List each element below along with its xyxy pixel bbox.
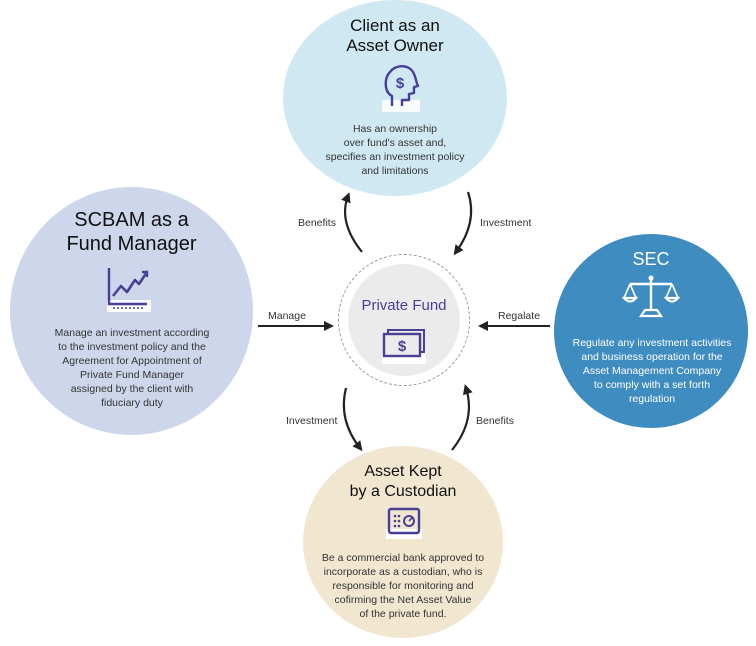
svg-text:$: $ — [396, 75, 405, 92]
custodian-title-line2: by a Custodian — [349, 483, 457, 500]
scales-icon — [622, 275, 680, 318]
scbam-desc-line: fiduciary duty — [101, 397, 163, 409]
custodian-node — [303, 446, 503, 638]
label-investment-bottom: Investment — [286, 415, 338, 427]
custodian-title-line1: Asset Kept — [364, 463, 442, 480]
sec-desc-line: and business operation for the — [581, 351, 723, 363]
custodian-desc-line: of the private fund. — [359, 608, 447, 620]
label-benefits-bottom: Benefits — [476, 415, 514, 427]
scbam-desc-line: Agreement for Appointment of — [62, 355, 202, 367]
sec-desc-line: Regulate any investment activities — [572, 337, 732, 349]
client-title-line2: Asset Owner — [346, 36, 444, 55]
client-description: Has an ownership over fund's asset and, … — [305, 122, 485, 178]
scbam-desc-line: Manage an investment according — [54, 327, 210, 339]
sec-node — [554, 234, 748, 428]
private-fund-title: Private Fund — [361, 297, 447, 314]
label-investment-top: Investment — [480, 217, 532, 229]
client-desc-line: specifies an investment policy — [325, 151, 465, 163]
scbam-title-line1: SCBAM as a — [74, 209, 189, 231]
cash-icon: $ — [382, 329, 426, 364]
head-dollar-icon: $ — [382, 65, 420, 112]
custodian-description: Be a commercial bank approved to incorpo… — [311, 551, 495, 621]
private-fund-ring — [338, 254, 470, 386]
client-node — [283, 0, 507, 196]
scbam-desc-line: to the investment policy and the — [58, 341, 206, 353]
svg-text:$: $ — [398, 338, 407, 355]
custodian-desc-line: Be a commercial bank approved to — [321, 552, 485, 564]
safe-icon — [386, 507, 422, 539]
growth-chart-icon — [107, 268, 151, 312]
custodian-title: Asset Kept by a Custodian — [303, 462, 503, 502]
scbam-title-line2: Fund Manager — [66, 233, 197, 255]
sec-desc-line: to comply with a set forth — [593, 379, 711, 391]
scbam-description: Manage an investment according to the in… — [36, 326, 228, 410]
sec-desc-line: Asset Management Company — [582, 365, 722, 377]
client-title: Client as an Asset Owner — [283, 16, 507, 56]
sec-title: SEC — [632, 249, 670, 269]
sec-desc-line: regulation — [628, 393, 676, 405]
client-title-line1: Client as an — [350, 16, 440, 35]
client-desc-line: over fund's asset and, — [343, 137, 447, 149]
client-desc-line: and limitations — [361, 165, 429, 177]
client-desc-line: Has an ownership — [352, 123, 438, 135]
arrow-investment-top — [453, 191, 473, 256]
label-regalate: Regalate — [498, 310, 541, 322]
scbam-desc-line: assigned by the client with — [70, 383, 194, 395]
arrow-investment-bottom — [342, 387, 363, 452]
label-manage: Manage — [268, 310, 306, 322]
sec-description: Regulate any investment activities and b… — [560, 336, 744, 406]
custodian-desc-line: cofirming the Net Asset Value — [334, 594, 472, 606]
custodian-desc-line: responsible for monitoring and — [332, 580, 474, 592]
label-benefits-top: Benefits — [298, 217, 336, 229]
custodian-desc-line: incorporate as a custodian, who is — [323, 566, 483, 578]
scbam-title: SCBAM as a Fund Manager — [10, 208, 253, 256]
arrow-benefits-bottom — [451, 384, 473, 451]
arrow-benefits-top — [341, 192, 363, 253]
scbam-desc-line: Private Fund Manager — [80, 369, 184, 381]
